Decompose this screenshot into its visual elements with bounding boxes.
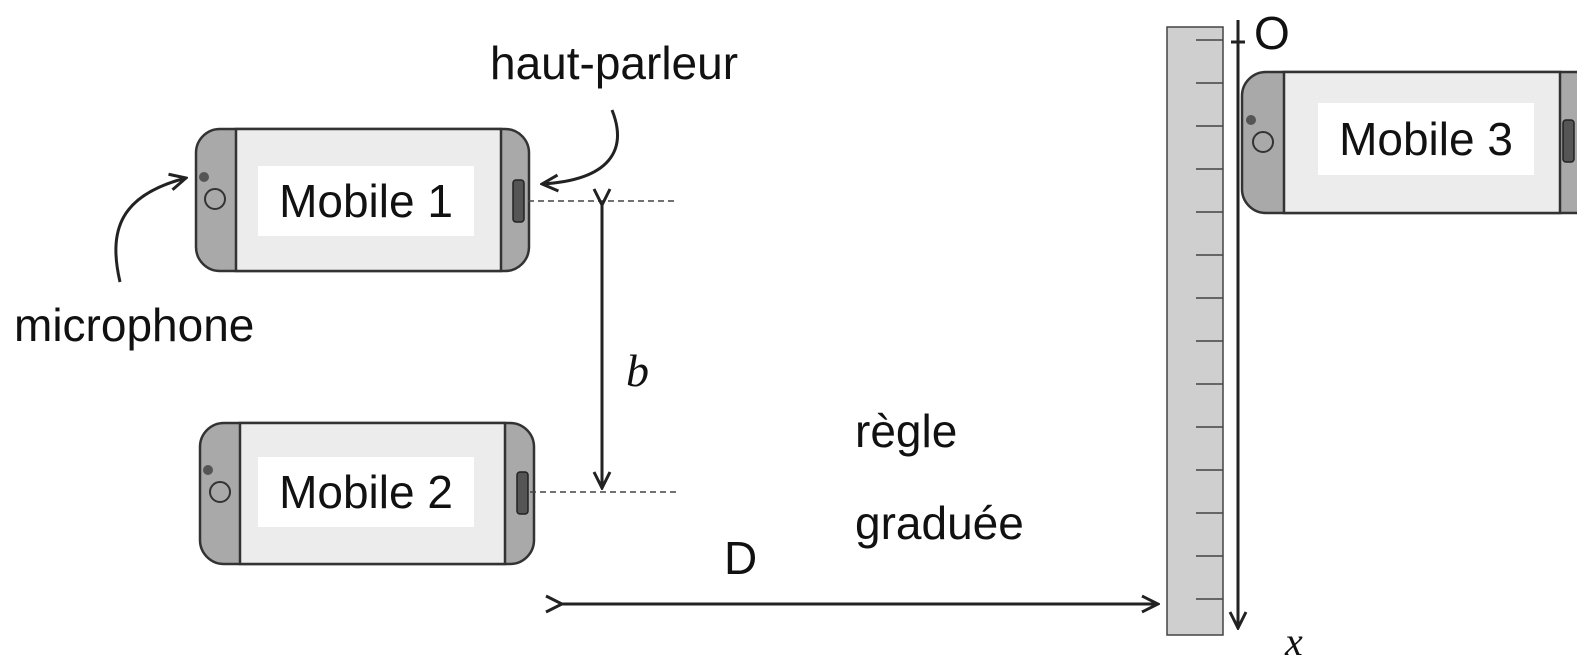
ruler-label-line2: graduée (855, 497, 1024, 549)
origin-label: O (1254, 7, 1290, 59)
mobile-2-label: Mobile 2 (258, 457, 474, 527)
ruler-label-line1: règle (855, 405, 958, 457)
speaker-slot (512, 179, 525, 223)
speaker-label: haut-parleur (490, 37, 739, 89)
mobile-1-label: Mobile 1 (258, 166, 474, 236)
graduated-ruler (1166, 26, 1224, 636)
microphone-circle (204, 188, 226, 210)
x-axis-label: x (1285, 619, 1303, 664)
mobile-3-label: Mobile 3 (1318, 103, 1534, 175)
speaker-pointer-arrow (542, 109, 619, 184)
D-label: D (724, 532, 758, 584)
camera-dot (199, 172, 209, 182)
b-label: b (626, 345, 649, 396)
microphone-pointer-arrow (114, 178, 186, 283)
microphone-label: microphone (14, 299, 255, 351)
